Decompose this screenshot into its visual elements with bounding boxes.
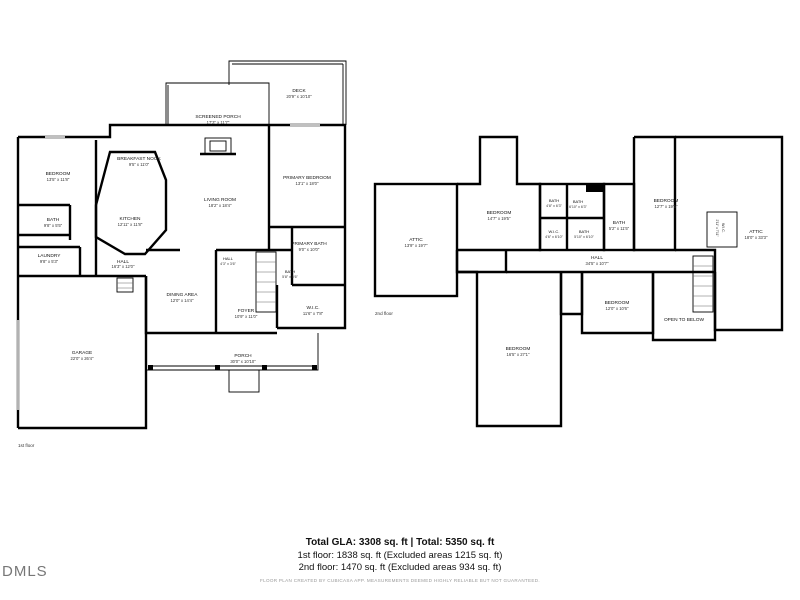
label-bedroom-b: BEDROOM: [654, 198, 679, 204]
floor-2-area: 2nd floor: 1470 sq. ft (Excluded areas 9…: [298, 562, 502, 573]
label-primary-bath: PRIMARY BATH: [291, 241, 327, 247]
label-living-room: LIVING ROOM: [204, 197, 236, 203]
label-wic-b: W.I.C.: [721, 223, 725, 233]
label-primary-bedroom: PRIMARY BEDROOM: [283, 175, 331, 181]
floor-2-plan: [373, 135, 784, 428]
label-bedroom-c: BEDROOM: [605, 300, 630, 306]
dim-deck: 20'9" x 10'10": [286, 94, 312, 99]
dim-bedroom-c: 12'0" x 10'6": [606, 306, 629, 311]
dim-breakfast: 9'5" x 11'0": [129, 162, 150, 167]
dim-attic-left: 13'9" x 19'7": [405, 243, 428, 248]
dim-dining: 12'0" x 14'4": [171, 298, 194, 303]
label-bath: BATH: [47, 217, 60, 223]
dim-bath-d: 5'2" x 11'5": [609, 226, 630, 231]
label-laundry: LAUNDRY: [38, 253, 62, 259]
dim-wic: 11'6" x 7'8": [303, 311, 324, 316]
dim-primary-bath: 9'0" x 10'0": [299, 247, 320, 252]
label-bath-2: BATH: [285, 269, 295, 274]
label-attic-left: ATTIC: [409, 237, 423, 243]
label-bedroom-d: BEDROOM: [506, 346, 531, 352]
dim-attic-right: 18'0" x 33'3": [745, 235, 768, 240]
label-bedroom-a: BEDROOM: [487, 210, 512, 216]
dim-porch: 30'0" x 10'10": [230, 359, 256, 364]
label-hall: HALL: [117, 259, 129, 265]
floor-2-label: 2nd floor: [375, 311, 393, 316]
label-garage: GARAGE: [72, 350, 93, 356]
dim-bath-c: 5'10" x 6'10": [574, 235, 594, 239]
dim-living-room: 18'2" x 18'4": [209, 203, 232, 208]
dim-bath-2: 5'8" x 5'6": [282, 275, 298, 279]
label-kitchen: KITCHEN: [119, 216, 141, 222]
dim-primary-bedroom: 13'1" x 18'0": [296, 181, 319, 186]
label-wic-a: W.I.C.: [549, 229, 560, 234]
dim-kitchen: 12'11" x 11'8": [118, 222, 143, 227]
label-foyer: FOYER: [238, 308, 255, 314]
label-bath-d: BATH: [613, 220, 626, 226]
dim-bath-a: 4'8" x 6'3": [546, 204, 562, 208]
label-bath-b: BATH: [573, 199, 583, 204]
label-porch: PORCH: [234, 353, 252, 359]
dim-screened-porch: 17'3" x 11'7": [207, 120, 230, 125]
label-screened-porch: SCREENED PORCH: [195, 114, 241, 120]
floor-2-labels: ATTIC 13'9" x 19'7" BEDROOM 14'7" x 19'5…: [375, 198, 768, 357]
floor-1-labels: BEDROOM 13'5" x 11'8" BATH 9'8" x 5'5" L…: [18, 88, 331, 448]
dim-wic-a: 4'6" x 6'10": [545, 235, 563, 239]
dim-bath-b: 6'10" x 6'3": [569, 205, 587, 209]
mls-logo: DMLS: [2, 563, 48, 580]
dim-garage: 22'0" x 26'4": [71, 356, 94, 361]
label-hall-2: HALL: [223, 256, 234, 261]
label-breakfast: BREAKFAST NOOK: [117, 156, 161, 162]
dim-wic-b: 2'11" x 7'11": [715, 219, 719, 236]
stairs-2: [693, 265, 713, 307]
dim-bedroom-d: 16'5" x 27'1": [507, 352, 530, 357]
floor-1-label: 1st floor: [18, 443, 35, 448]
dim-hall: 16'3" x 12'0": [112, 264, 135, 269]
dim-bedroom-b: 12'7" x 19'5": [655, 204, 678, 209]
floor-1-area: 1st floor: 1838 sq. ft (Excluded areas 1…: [297, 550, 503, 561]
label-bath-a: BATH: [549, 198, 559, 203]
dim-hall-2: 4'3" x 3'6": [220, 262, 236, 266]
label-hall-2f: HALL: [591, 255, 603, 261]
label-dining: DINING AREA: [167, 292, 199, 298]
dim-laundry: 9'8" x 5'3": [40, 259, 59, 264]
dim-bedroom-a: 14'7" x 19'5": [488, 216, 511, 221]
dim-bedroom: 13'5" x 11'8": [47, 177, 70, 182]
label-bedroom: BEDROOM: [46, 171, 71, 177]
label-open-to-below: OPEN TO BELOW: [664, 317, 705, 323]
dim-bath: 9'8" x 5'5": [44, 223, 63, 228]
label-wic: W.I.C.: [306, 305, 319, 311]
disclaimer: FLOOR PLAN CREATED BY CUBICASA APP. MEAS…: [260, 578, 540, 583]
stairs-1: [256, 261, 276, 303]
label-attic-right: ATTIC: [749, 229, 763, 235]
dim-hall-2f: 34'5" x 10'7": [586, 261, 609, 266]
label-deck: DECK: [292, 88, 306, 94]
dim-foyer: 10'9" x 11'0": [235, 314, 258, 319]
floor-1-plan: [16, 60, 347, 430]
total-area-summary: Total GLA: 3308 sq. ft | Total: 5350 sq.…: [305, 537, 495, 548]
label-bath-c: BATH: [579, 229, 589, 234]
